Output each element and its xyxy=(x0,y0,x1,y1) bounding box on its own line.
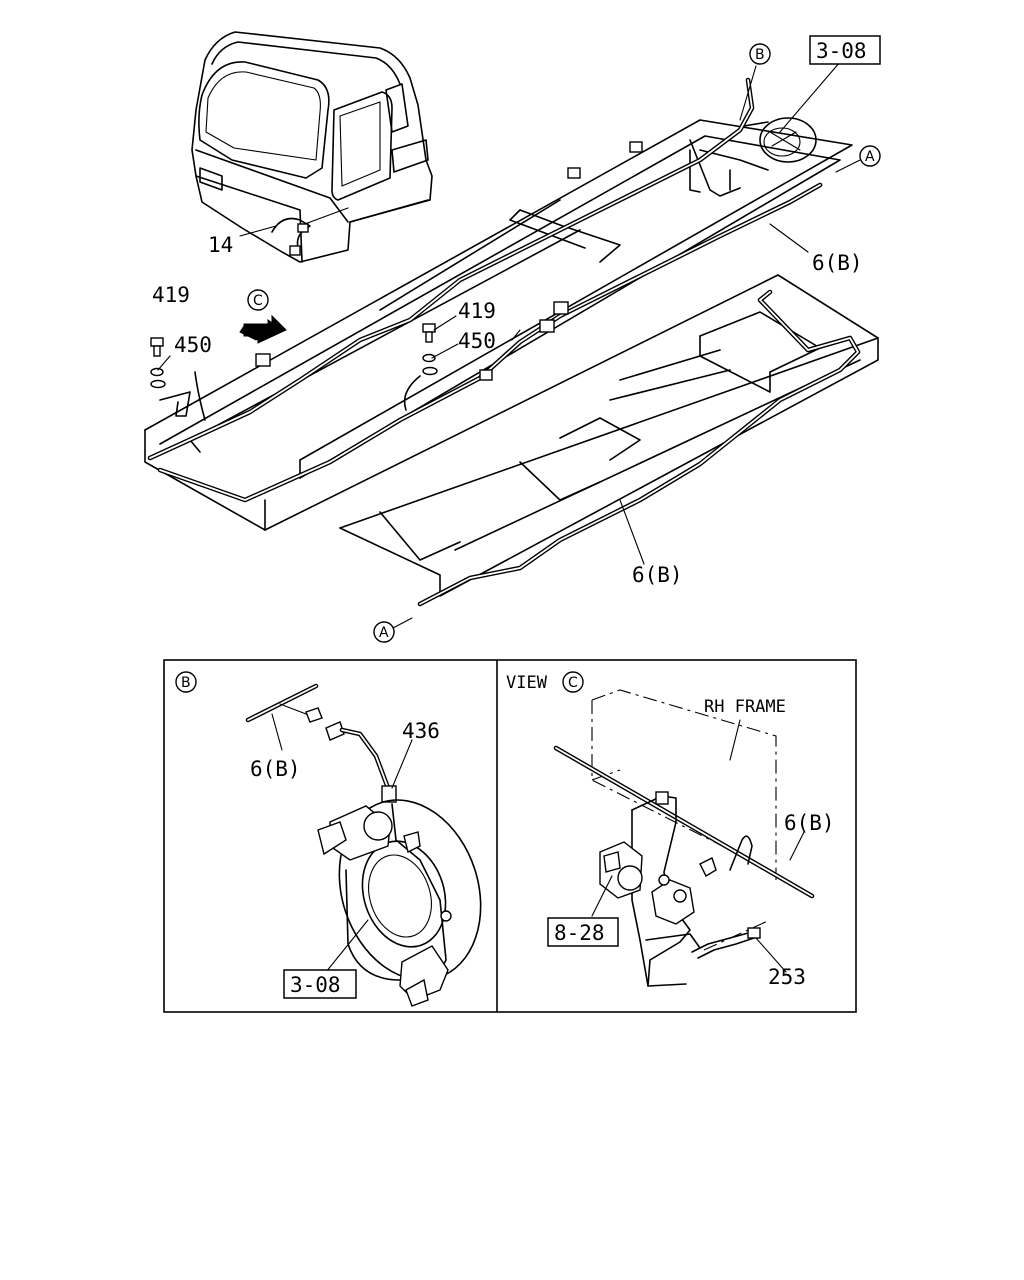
panel-c-marker-label: C xyxy=(568,675,578,691)
panel-b-marker: B xyxy=(175,671,197,693)
bolt-419-left xyxy=(150,337,166,389)
truck-cab xyxy=(191,31,433,263)
bolt-419-mid xyxy=(422,323,438,376)
panel-b-436-label: 436 xyxy=(402,719,440,743)
leader-lines xyxy=(157,61,861,629)
panel-c-ref-8-28-label: 8-28 xyxy=(554,921,605,945)
detail-panels xyxy=(163,659,857,1013)
part-6b-upper-label: 6(B) xyxy=(812,251,863,275)
brake-line-6b-main xyxy=(147,77,861,607)
marker-a-top: A xyxy=(859,145,881,167)
marker-b-top: B xyxy=(749,43,771,65)
panel-b-detail: B 6(B) 436 3-08 xyxy=(175,671,482,1007)
marker-a-bottom-label: A xyxy=(379,625,389,641)
marker-a-top-label: A xyxy=(865,149,875,165)
panel-b-ref-3-08-label: 3-08 xyxy=(290,973,341,997)
ref-box-3-08-top: 3-08 xyxy=(809,35,881,65)
chassis-frame xyxy=(144,117,879,597)
marker-b-top-label: B xyxy=(755,47,765,63)
panel-b-marker-label: B xyxy=(181,675,191,691)
marker-c-main: C xyxy=(247,289,269,311)
part-450-mid-label: 450 xyxy=(458,329,496,353)
panel-c-6b-label: 6(B) xyxy=(784,811,835,835)
part-419-left-label: 419 xyxy=(152,283,190,307)
panel-c-view-label: VIEW xyxy=(506,673,548,693)
panel-b-6b-label: 6(B) xyxy=(250,757,301,781)
panel-c-253-label: 253 xyxy=(768,965,806,989)
panel-c-ref-box: 8-28 xyxy=(547,917,619,947)
part-419-mid-label: 419 xyxy=(458,299,496,323)
panel-c-marker: C xyxy=(562,671,584,693)
view-c-arrow-icon xyxy=(239,314,287,344)
marker-a-bottom: A xyxy=(373,621,395,643)
panel-b-ref-box: 3-08 xyxy=(283,969,357,999)
part-450-left-label: 450 xyxy=(174,333,212,357)
rh-frame-label: RH FRAME xyxy=(704,697,786,717)
part-6b-lower-label: 6(B) xyxy=(632,563,683,587)
marker-c-main-label: C xyxy=(253,293,263,309)
part-14-label: 14 xyxy=(208,233,233,257)
ref-3-08-top-label: 3-08 xyxy=(816,39,867,63)
panel-c-detail: VIEW C RH FRAME 6(B xyxy=(506,671,835,989)
